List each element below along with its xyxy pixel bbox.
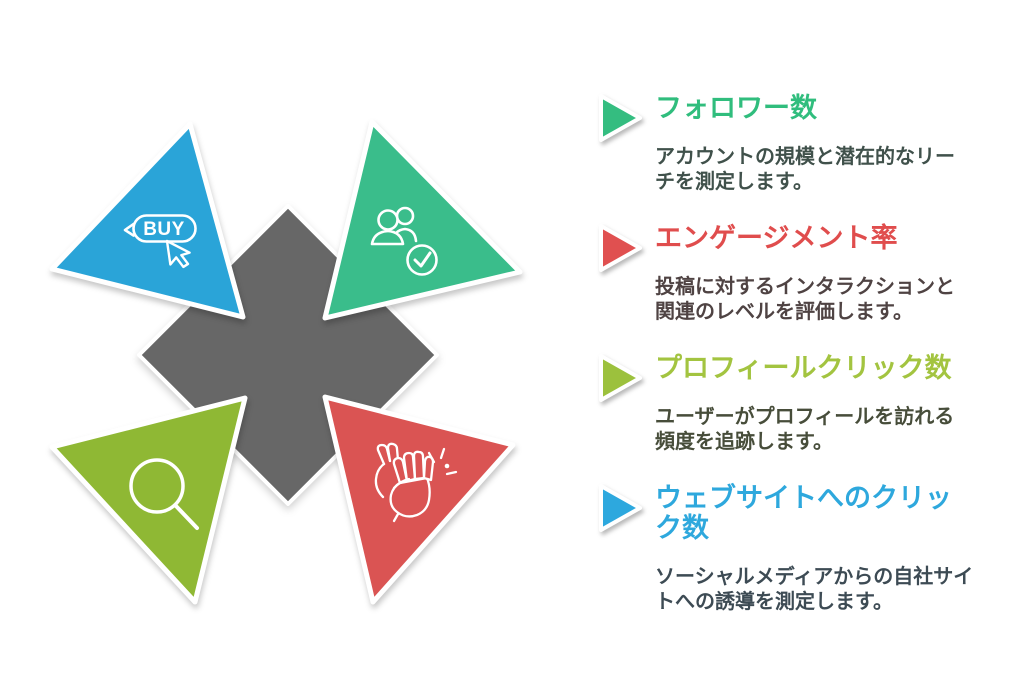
triangle-engagement	[322, 394, 516, 605]
legend-description: ソーシャルメディアからの自社サイトへの誘導を測定します。	[655, 566, 974, 613]
triangle-website-clicks: BUY	[49, 121, 246, 320]
search-icon	[129, 458, 199, 530]
legend-description: 投稿に対するインタラクションと関連のレベルを評価します。	[655, 276, 955, 323]
buy-cursor-icon: BUY	[123, 214, 197, 269]
right-arrow-icon	[599, 224, 642, 272]
triangle-followers	[322, 119, 523, 321]
clapping-hands-icon	[374, 442, 458, 523]
legend-title: ウェブサイトへのクリック数	[655, 483, 952, 543]
pinwheel-diagram: BUY	[49, 119, 523, 605]
right-arrow-icon	[599, 484, 642, 532]
legend-title: プロフィールクリック数	[655, 353, 952, 383]
legend-item-followers: フォロワー数 アカウントの規模と潜在的なリーチを測定します。	[598, 93, 998, 195]
buy-label: BUY	[143, 219, 185, 240]
legend-item-engagement: エンゲージメント率 投稿に対するインタラクションと関連のレベルを評価します。	[598, 223, 998, 325]
right-arrow-icon	[599, 354, 642, 402]
legend-description: アカウントの規模と潜在的なリーチを測定します。	[655, 146, 955, 193]
right-arrow-icon	[599, 94, 642, 142]
legend-description: ユーザーがプロフィールを訪れる頻度を追跡します。	[655, 406, 955, 453]
legend-item-profile-clicks: プロフィールクリック数 ユーザーがプロフィールを訪れる頻度を追跡します。	[598, 353, 998, 455]
legend-title: フォロワー数	[655, 93, 817, 123]
triangle-profile-clicks	[49, 395, 248, 605]
legend-item-website-clicks: ウェブサイトへのクリック数 ソーシャルメディアからの自社サイトへの誘導を測定しま…	[598, 483, 998, 615]
members-check-icon	[370, 206, 438, 276]
legend-title: エンゲージメント率	[655, 223, 898, 253]
